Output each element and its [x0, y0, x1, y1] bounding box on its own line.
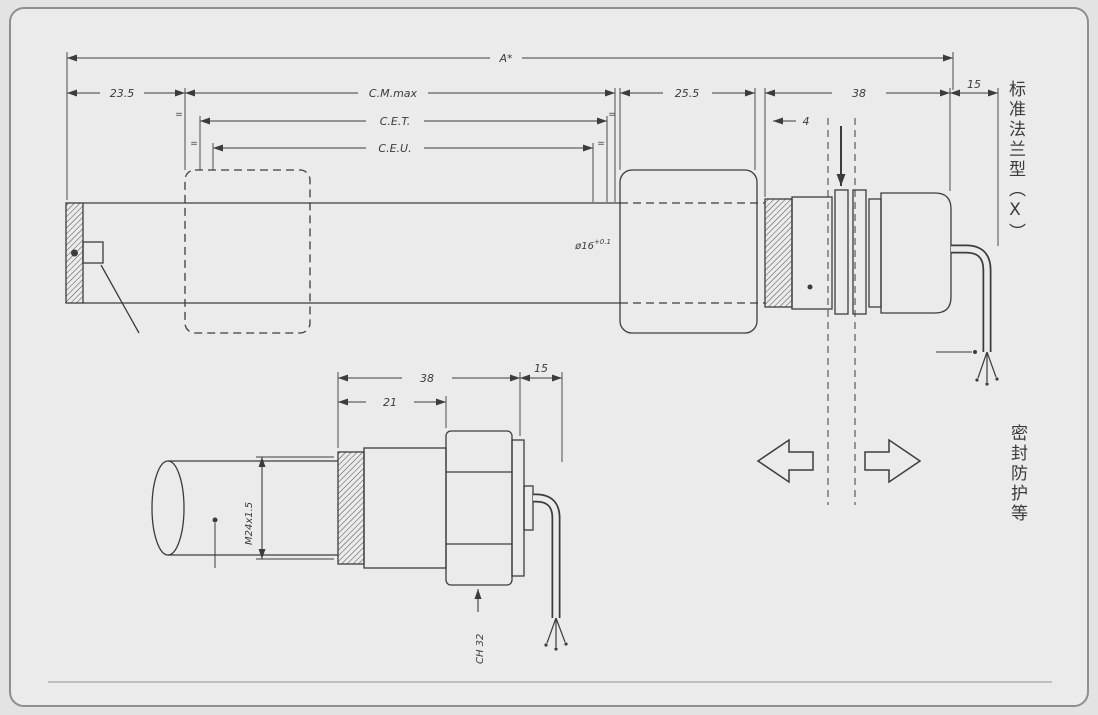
side-view-cable [533, 493, 568, 651]
dim-label-38-side: 38 [420, 372, 434, 385]
rod-tip-center-dot [71, 249, 78, 257]
dim-label-m24: M24x1.5 [244, 502, 255, 545]
main-view-extension-lines [66, 52, 999, 246]
main-view-dimensions [67, 54, 998, 152]
rod-tip-leader [100, 264, 140, 334]
float-body [619, 169, 758, 334]
right-direction-arrow [864, 438, 922, 484]
rod-tip-pin [82, 241, 104, 264]
left-direction-arrow [756, 438, 814, 484]
diameter-tolerance: +0.1 [594, 238, 611, 246]
cable-core [951, 246, 990, 352]
cable-boot [523, 485, 534, 531]
equal-mark-right-2: = [597, 139, 605, 149]
side-thread-section [337, 451, 365, 565]
flange-plate-1 [834, 189, 849, 315]
cable-wires [936, 351, 997, 382]
main-view-cable [936, 244, 999, 386]
flange-type-label: 标准法兰型（X） [1005, 80, 1025, 243]
mount-thread-section [764, 198, 793, 308]
equal-mark-right-1: = [608, 110, 616, 120]
dim-label-25-5: 25.5 [675, 87, 700, 100]
flange-adjustment-annotation [756, 118, 922, 505]
side-cable-core [533, 495, 559, 618]
float-ghost-position [184, 169, 311, 334]
dim-label-15-side: 15 [534, 362, 548, 375]
outer-frame [9, 7, 1089, 707]
dim-label-overall: A* [498, 52, 513, 65]
dim-label-23-5: 23.5 [110, 87, 135, 100]
side-cable-wires [546, 617, 566, 647]
side-view-geometry [151, 430, 534, 586]
equal-mark-left-1: = [175, 110, 183, 120]
equal-mark-left-2: = [190, 139, 198, 149]
cap-body [880, 192, 952, 314]
dim-label-cm-max: C.M.max [369, 87, 418, 100]
dim-label-cet: C.E.T. [380, 115, 411, 128]
dim-label-ch32: CH 32 [475, 634, 486, 664]
dim-label-21: 21 [383, 396, 397, 409]
dim-label-15-top: 15 [967, 78, 981, 91]
tube-reference-dot [212, 517, 218, 523]
flange-plate-2 [852, 189, 867, 315]
side-view-extension-lines [256, 372, 563, 560]
side-view-dimensions [258, 374, 562, 559]
dim-label-ceu: C.E.U. [378, 142, 411, 155]
diameter-value: ø16 [574, 241, 594, 252]
housing-reference-dot [807, 284, 813, 290]
dim-label-38-top: 38 [852, 87, 866, 100]
sealing-label: 密封防护等 [1007, 424, 1027, 524]
dim-label-4: 4 [803, 115, 810, 128]
housing-body [791, 196, 833, 310]
dim-label-diameter: ø16+0.1 [574, 238, 611, 252]
